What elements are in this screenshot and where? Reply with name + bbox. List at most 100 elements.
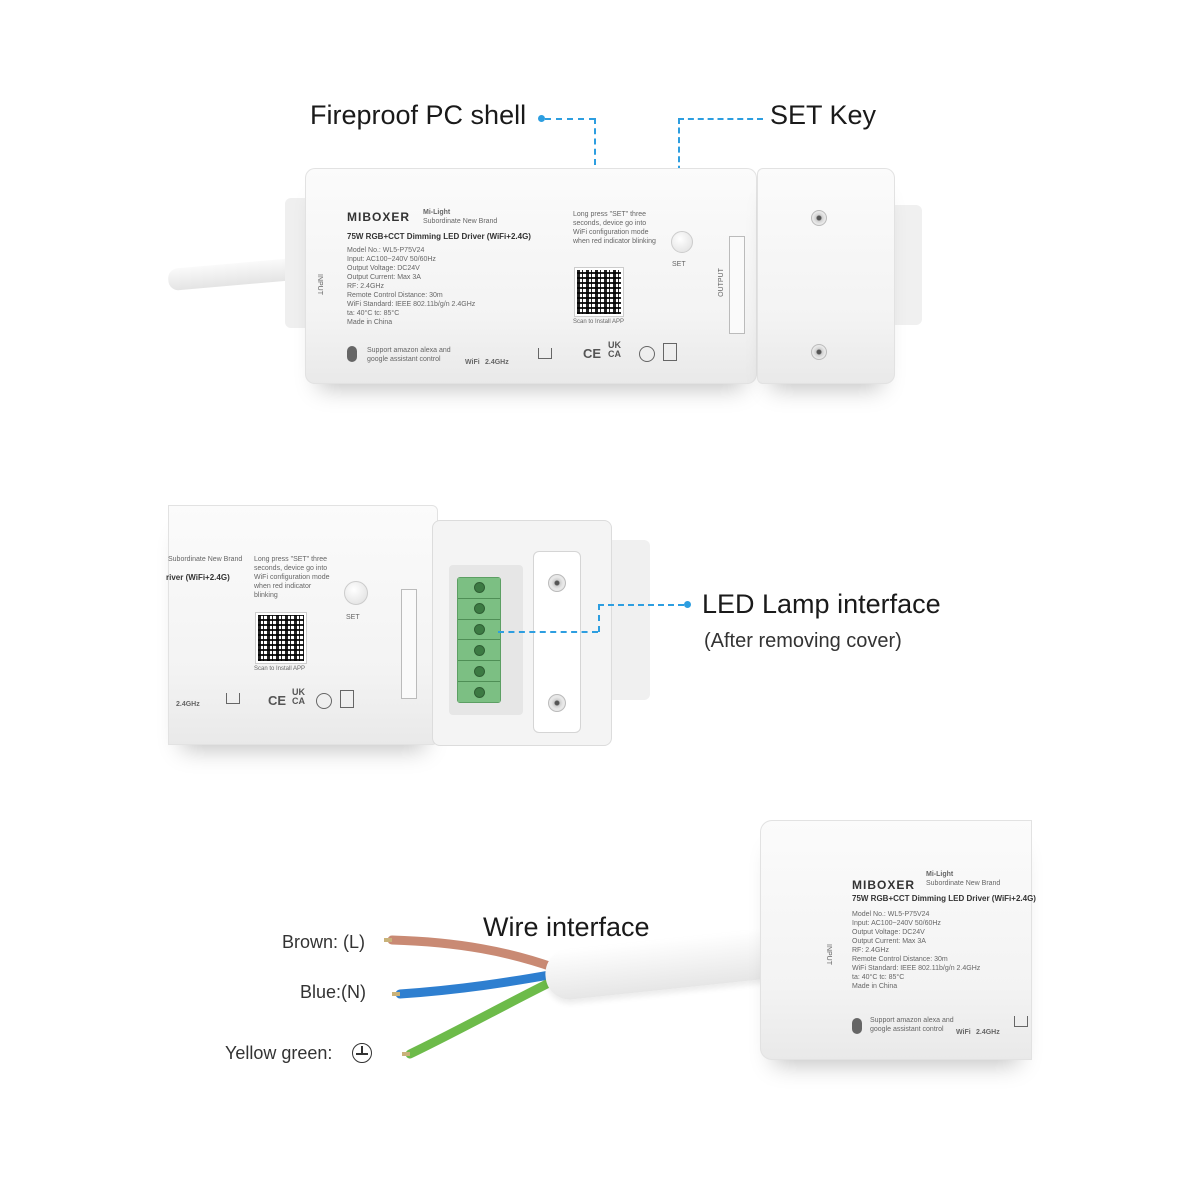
ce-mark: CE xyxy=(583,346,602,361)
clamp-screw xyxy=(548,694,566,712)
driver-housing-middle: Subordinate New Brand river (WiFi+2.4G) … xyxy=(166,505,438,745)
mains-wires xyxy=(384,935,560,1059)
wifi-icon: WiFi xyxy=(956,1029,971,1036)
leader-line xyxy=(598,604,684,606)
callout-led-lamp-note: (After removing cover) xyxy=(704,630,902,652)
spec-line: WiFi Standard: IEEE 802.11b/g/n 2.4GHz xyxy=(347,301,476,308)
output-terminal-strip xyxy=(401,589,417,699)
terminal-screw xyxy=(473,665,485,677)
terminal-slot xyxy=(458,640,500,662)
set-instructions: Long press "SET" three seconds, device g… xyxy=(254,556,330,599)
set-label: SET xyxy=(672,261,686,268)
terminal-cover xyxy=(757,168,895,384)
terminal-screw xyxy=(473,686,485,698)
input-label: INPUT xyxy=(825,944,832,965)
set-label: SET xyxy=(346,614,360,621)
spec-line: RF: 2.4GHz xyxy=(347,283,384,290)
spec-line: RF: 2.4GHz xyxy=(852,947,889,954)
home-icon xyxy=(226,693,240,704)
terminal-screw xyxy=(473,644,485,656)
spec-list: Model No.: WL5-P75V24 Input: AC100~240V … xyxy=(852,910,980,991)
driver-housing-top: MIBOXER Mi-Light Subordinate New Brand 7… xyxy=(305,168,757,384)
voice-support: Support amazon alexa and google assistan… xyxy=(367,347,451,363)
wire-yellow-green xyxy=(405,975,560,1059)
spec-line: Remote Control Distance: 30m xyxy=(852,956,948,963)
set-instructions: Long press "SET" three seconds, device g… xyxy=(573,211,656,245)
ukca-mark: UK CA xyxy=(292,687,305,706)
spec-list: Model No.: WL5-P75V24 Input: AC100~240V … xyxy=(347,246,475,327)
spec-line: Model No.: WL5-P75V24 xyxy=(347,247,425,254)
led-terminal-block xyxy=(457,577,501,703)
input-label: INPUT xyxy=(316,274,323,295)
terminal-housing xyxy=(432,520,612,746)
cable-clamp xyxy=(533,551,581,733)
qr-code xyxy=(574,267,624,317)
leader-line xyxy=(594,118,596,206)
output-terminal-strip xyxy=(729,236,745,334)
brand-logo: MIBOXER xyxy=(347,210,411,224)
home-icon xyxy=(1014,1016,1028,1027)
ukca-mark: UK CA xyxy=(608,340,621,359)
spec-line: WiFi Standard: IEEE 802.11b/g/n 2.4GHz xyxy=(852,965,981,972)
callout-set-key: SET Key xyxy=(770,100,877,130)
callout-led-lamp-interface: LED Lamp interface xyxy=(702,589,941,619)
clamp-screw xyxy=(548,574,566,592)
callout-wire-interface: Wire interface xyxy=(483,912,650,942)
spec-line: Remote Control Distance: 30m xyxy=(347,292,443,299)
voice-support: Support amazon alexa and google assistan… xyxy=(870,1017,954,1033)
check-icon xyxy=(639,346,655,362)
spec-line: Output Voltage: DC24V xyxy=(347,265,420,272)
wire-brown xyxy=(387,935,560,973)
check-icon xyxy=(316,693,332,709)
ground-symbol xyxy=(361,1046,363,1054)
callout-dot xyxy=(538,115,545,122)
terminal-screw xyxy=(473,582,485,594)
wifi-icon: 2.4GHz xyxy=(176,701,200,708)
spec-line: Output Voltage: DC24V xyxy=(852,929,925,936)
wire-group xyxy=(384,935,560,1059)
brand-logo: MIBOXER xyxy=(852,878,916,892)
output-label: OUTPUT xyxy=(717,268,725,297)
spec-line: Input: AC100~240V 50/60Hz xyxy=(347,256,436,263)
sub-brand-note: Subordinate New Brand xyxy=(168,556,243,563)
spec-line: Made in China xyxy=(852,983,898,990)
sub-brand: Mi-Light xyxy=(926,871,954,878)
wire-blue xyxy=(395,969,560,999)
leader-line xyxy=(598,604,600,632)
rf-icon: 2.4GHz xyxy=(976,1029,1000,1036)
terminal-slot xyxy=(458,598,500,620)
set-key-button[interactable] xyxy=(671,231,693,253)
terminal-slot xyxy=(458,682,500,702)
weee-bin-icon xyxy=(663,343,677,361)
product-name: river (WiFi+2.4G) xyxy=(166,573,230,582)
cover-screw xyxy=(811,344,827,360)
home-icon xyxy=(538,348,552,359)
product-name: 75W RGB+CCT Dimming LED Driver (WiFi+2.4… xyxy=(852,894,1036,903)
cover-screw xyxy=(811,210,827,226)
scan-label: Scan to Install APP xyxy=(573,319,625,325)
wire-label-blue: Blue:(N) xyxy=(300,982,367,1002)
driver-housing-bottom: MIBOXER Mi-Light Subordinate New Brand 7… xyxy=(760,820,1036,1060)
spec-line: Made in China xyxy=(347,319,393,326)
leader-line xyxy=(545,118,595,120)
terminal-screw xyxy=(473,624,485,636)
leader-line xyxy=(678,118,763,120)
microphone-icon xyxy=(347,346,357,362)
terminal-slot xyxy=(458,661,500,683)
spec-line: Output Current: Max 3A xyxy=(347,274,421,281)
spec-line: ta: 40°C tc: 85°C xyxy=(852,974,905,981)
sub-brand-note: Subordinate New Brand xyxy=(423,218,498,225)
sub-brand: Mi-Light xyxy=(423,209,451,216)
qr-code xyxy=(255,612,307,664)
terminal-screw xyxy=(473,603,485,615)
wire-label-yellow-green: Yellow green: xyxy=(225,1043,333,1063)
set-key-button[interactable] xyxy=(344,581,368,605)
ce-mark: CE xyxy=(268,693,287,708)
wire-label-brown: Brown: (L) xyxy=(282,932,366,952)
product-name: 75W RGB+CCT Dimming LED Driver (WiFi+2.4… xyxy=(347,232,531,241)
microphone-icon xyxy=(852,1018,862,1034)
terminal-slot xyxy=(458,578,500,599)
wifi-icon: WiFi xyxy=(465,359,480,366)
rf-icon: 2.4GHz xyxy=(485,359,509,366)
ground-icon xyxy=(352,1043,372,1063)
